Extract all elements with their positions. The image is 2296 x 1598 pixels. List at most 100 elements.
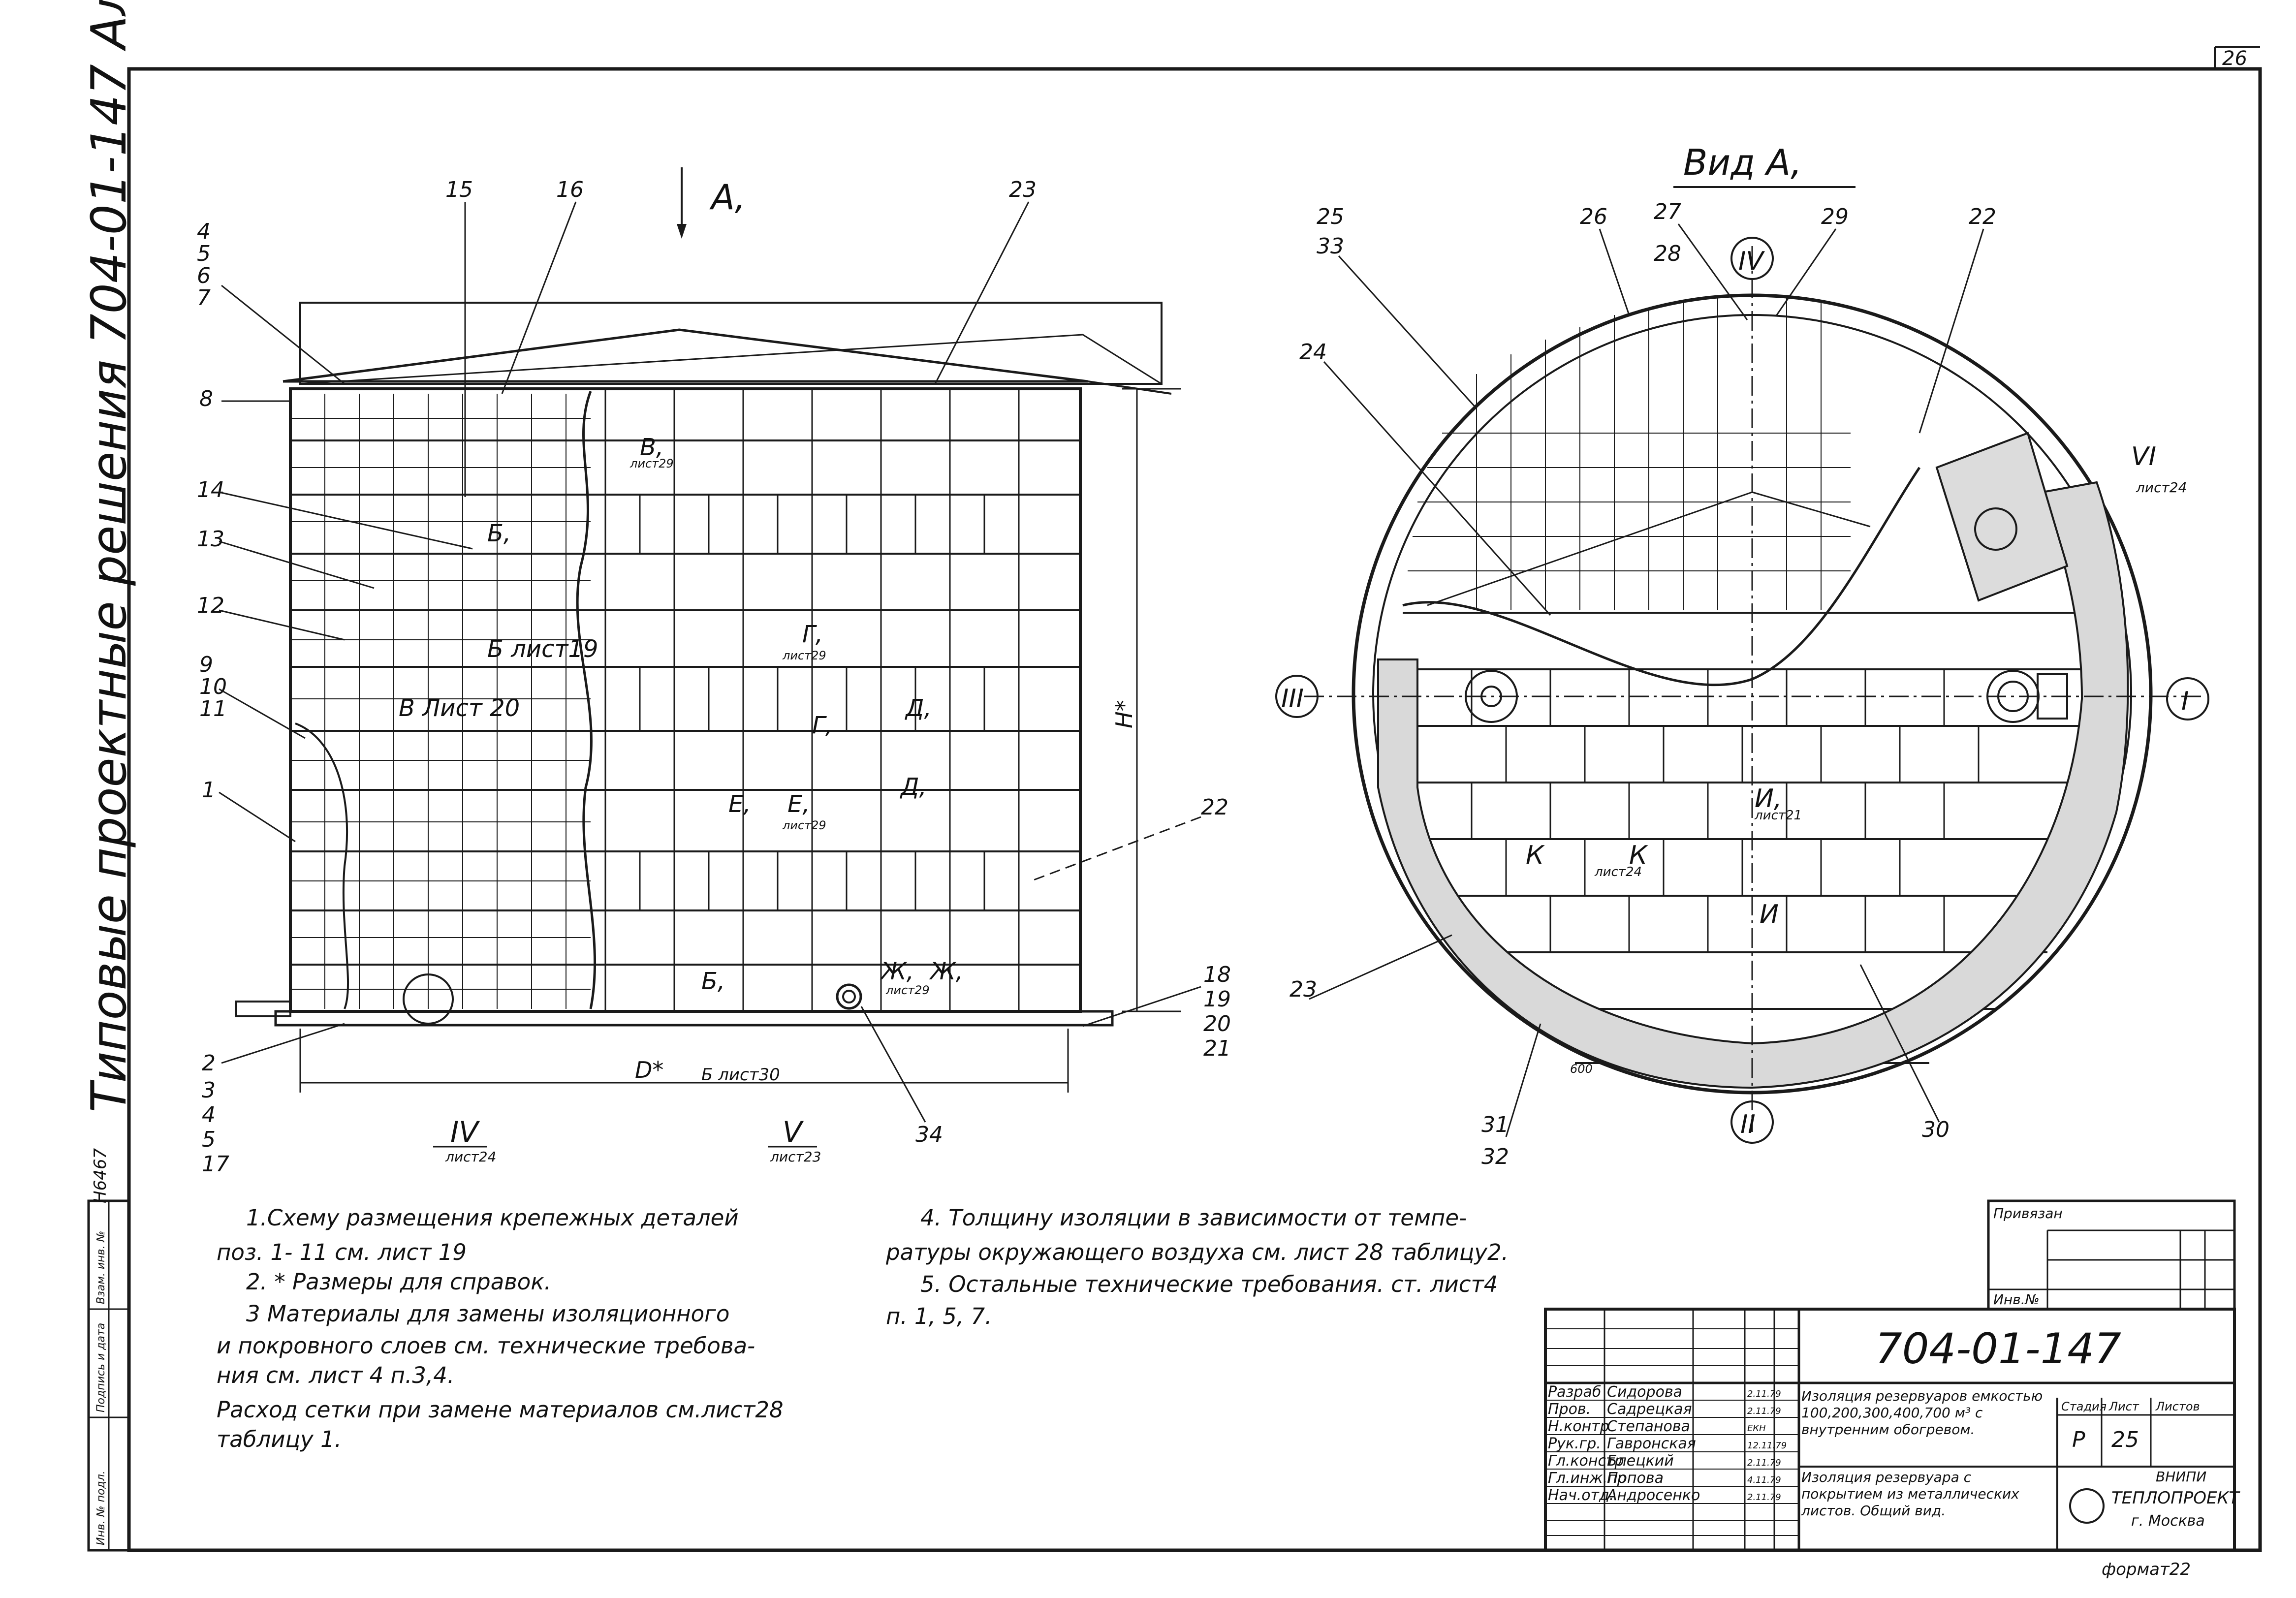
svg-text:25: 25: [2111, 1427, 2139, 1452]
svg-text:II: II: [1740, 1110, 1756, 1139]
svg-text:Ж,: Ж,: [880, 958, 914, 985]
svg-text:ТЕПЛОПРОЕКТ: ТЕПЛОПРОЕКТ: [2111, 1488, 2240, 1508]
svg-text:29: 29: [1821, 204, 1849, 229]
svg-text:600: 600: [1570, 1062, 1593, 1076]
svg-text:31: 31: [1481, 1112, 1509, 1137]
dimensions-left: D* H* А,: [299, 167, 1181, 1093]
svg-text:2.11.79: 2.11.79: [1747, 1492, 1781, 1503]
svg-text:Привязан: Привязан: [1993, 1205, 2063, 1222]
svg-text:Степанова: Степанова: [1607, 1418, 1690, 1435]
svg-text:3 Материалы для замены изоляци: 3 Материалы для замены изоляционного: [246, 1301, 729, 1327]
svg-text:Е,: Е,: [728, 790, 751, 818]
svg-text:32: 32: [1481, 1144, 1509, 1169]
svg-text:лист29: лист29: [885, 983, 930, 997]
svg-text:Андросенко: Андросенко: [1606, 1487, 1700, 1504]
svg-text:В,: В,: [640, 434, 663, 461]
svg-text:4. Толщину изоляции в зависимо: 4. Толщину изоляции в зависимости от тем…: [920, 1205, 1467, 1231]
svg-text:2. * Размеры для справок.: 2. * Размеры для справок.: [246, 1269, 551, 1295]
svg-text:ратуры окружающего воздуха см.: ратуры окружающего воздуха см. лист 28 т…: [885, 1239, 1509, 1265]
callout: 14: [197, 477, 224, 502]
svg-text:Б,: Б,: [487, 520, 511, 547]
callout: 17: [202, 1152, 229, 1177]
svg-text:Г,: Г,: [802, 621, 823, 648]
callout: 15: [445, 177, 473, 202]
svg-text:28: 28: [1654, 241, 1681, 266]
svg-text:24: 24: [1299, 340, 1327, 365]
svg-text:Гл.инж.пр: Гл.инж.пр: [1548, 1470, 1627, 1487]
svg-text:Расход сетки при замене матери: Расход сетки при замене материалов см.ли…: [217, 1397, 784, 1423]
callout: 7: [197, 285, 211, 311]
svg-text:Гл.констр: Гл.констр: [1548, 1452, 1624, 1470]
side-column-1: Инв. № подл.: [95, 1471, 107, 1545]
svg-text:5. Остальные технические требо: 5. Остальные технические требования. ст.…: [920, 1271, 1498, 1297]
side-column-2: Подпись и дата: [95, 1323, 107, 1412]
svg-text:22: 22: [1969, 204, 1996, 229]
callout: 11: [199, 696, 227, 721]
svg-text:ЕКН: ЕКН: [1747, 1423, 1766, 1434]
inventory-number: H6467: [91, 1148, 110, 1203]
callout: 13: [197, 527, 224, 552]
callout: 6: [197, 263, 211, 288]
svg-text:IV: IV: [450, 1115, 480, 1149]
panel-verticals: [604, 389, 1020, 1011]
tank-plan: [1304, 246, 2205, 1132]
svg-text:2.11.79: 2.11.79: [1747, 1406, 1781, 1416]
svg-text:поз. 1- 11 см. лист 19: поз. 1- 11 см. лист 19: [217, 1239, 467, 1265]
svg-text:27: 27: [1654, 199, 1681, 224]
callouts-right: 25 33 26 27 28 29 22 24 23 30 31 32: [1290, 199, 1996, 1169]
cutaway-hatch: [290, 394, 591, 1009]
side-title: Типовые проектные решения 704-01-147 Аль…: [81, 0, 137, 1112]
svg-text:Гавронская: Гавронская: [1607, 1435, 1696, 1452]
svg-text:Б,: Б,: [701, 968, 725, 995]
callout: 3: [202, 1078, 216, 1103]
svg-text:лист29: лист29: [782, 649, 826, 662]
callout: 12: [197, 593, 224, 618]
callout: 10: [199, 674, 227, 699]
svg-text:26: 26: [1580, 204, 1607, 229]
side-column-3: Взам. инв. №: [95, 1231, 107, 1304]
svg-text:лист29: лист29: [782, 818, 826, 832]
callout: 2: [202, 1051, 216, 1076]
svg-text:VI: VI: [2131, 442, 2156, 471]
svg-text:и покровного слоев см. техниче: и покровного слоев см. технические требо…: [217, 1333, 755, 1359]
format-label: формат22: [2102, 1560, 2191, 1579]
svg-text:Рук.гр.: Рук.гр.: [1548, 1435, 1601, 1452]
svg-text:К: К: [1526, 841, 1545, 870]
callout: 34: [915, 1122, 943, 1147]
svg-text:Сидорова: Сидорова: [1607, 1383, 1682, 1401]
svg-text:Ж,: Ж,: [929, 958, 963, 985]
svg-text:Д,: Д,: [900, 773, 927, 801]
svg-text:Блецкий: Блецкий: [1607, 1452, 1674, 1470]
callout: 1: [202, 778, 216, 803]
corner-number: 26: [2222, 47, 2247, 70]
svg-text:4.11.79: 4.11.79: [1747, 1475, 1781, 1485]
svg-text:25: 25: [1317, 204, 1344, 229]
callouts-left: 4 5 6 7 8 14 13 12 9 10 11 1 2 3 4 5 17 …: [197, 177, 1231, 1177]
svg-text:лист23: лист23: [770, 1149, 821, 1165]
svg-text:23: 23: [1290, 977, 1317, 1002]
svg-text:лист24: лист24: [1594, 865, 1642, 879]
svg-text:Попова: Попова: [1607, 1470, 1664, 1487]
svg-text:лист24: лист24: [2136, 479, 2187, 496]
svg-text:И,: И,: [1755, 784, 1782, 814]
svg-text:IV: IV: [1738, 247, 1765, 276]
svg-text:лист24: лист24: [445, 1149, 496, 1165]
svg-text:Д,: Д,: [905, 694, 932, 722]
callout: 8: [199, 386, 213, 411]
title-code: 704-01-147: [1875, 1324, 2121, 1374]
panel-grid: [290, 439, 1080, 966]
roman-marks-right: IV I II III: [1275, 237, 2209, 1144]
description-2: Изоляция резервуара с покрытием из метал…: [1801, 1469, 2019, 1519]
svg-text:Нач.отд.: Нач.отд.: [1548, 1487, 1614, 1504]
svg-text:лист21: лист21: [1754, 808, 1802, 823]
svg-text:таблицу 1.: таблицу 1.: [217, 1426, 342, 1452]
side-stamp: Инв. № подл. Подпись и дата Взам. инв. №: [87, 1199, 130, 1552]
dim-d: D*: [635, 1057, 663, 1083]
callout: 4: [197, 219, 211, 244]
svg-text:ния см. лист 4 п.3,4.: ния см. лист 4 п.3,4.: [217, 1362, 454, 1388]
svg-text:V: V: [783, 1115, 804, 1149]
svg-text:г. Москва: г. Москва: [2131, 1512, 2205, 1530]
svg-text:ВНИПИ: ВНИПИ: [2156, 1469, 2206, 1485]
